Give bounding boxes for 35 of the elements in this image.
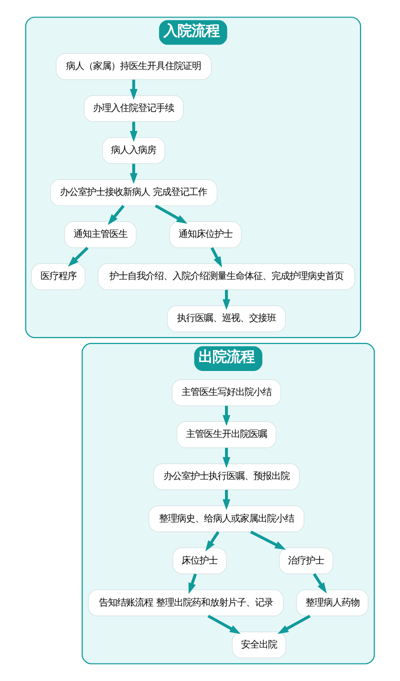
node-box: 整理病史、给病人或家属出院小结 <box>148 505 304 532</box>
arrow <box>108 204 125 226</box>
arrow <box>130 122 138 142</box>
arrow <box>188 573 197 594</box>
arrow <box>222 490 230 510</box>
node-box: 执行医嘱、巡视、交接班 <box>167 305 286 332</box>
node-box: 护士自我介绍、入院介绍测量生命体征、完成护理病史首页 <box>98 263 356 290</box>
node-box: 病人入病房 <box>102 137 166 164</box>
node-box: 治疗护士 <box>279 547 334 574</box>
node-box: 病人（家属）持医生开具住院证明 <box>56 53 212 80</box>
node-box: 安全出院 <box>232 631 286 658</box>
node-box: 医疗程序 <box>31 263 86 290</box>
arrow <box>312 573 327 594</box>
arrow <box>205 531 220 552</box>
node-box: 主管医生写好出院小结 <box>172 379 282 406</box>
node-box: 整理病人药物 <box>296 589 368 616</box>
node-box: 办公室护士接收新病人 完成登记工作 <box>50 179 218 206</box>
node-box: 床位护士 <box>172 547 227 574</box>
node-box: 通知主管医生 <box>64 221 137 248</box>
arrow <box>68 246 89 267</box>
node-box: 通知床位护士 <box>169 221 242 248</box>
arrow <box>130 164 138 184</box>
arrow <box>277 614 311 634</box>
arrow <box>222 290 230 310</box>
arrow <box>208 614 241 634</box>
arrow <box>210 247 222 268</box>
arrow <box>222 448 230 468</box>
node-box: 主管医生开出院医嘱 <box>176 421 276 448</box>
arrow <box>222 406 230 426</box>
arrow <box>250 530 286 550</box>
arrow <box>130 80 138 100</box>
node-box: 告知结账流程 整理出院药和放射片子、记录 <box>88 589 284 616</box>
node-box: 办公室护士执行医嘱、预报出院 <box>153 463 300 490</box>
arrow <box>154 204 188 224</box>
node-box: 办理入住院登记手续 <box>84 95 184 122</box>
